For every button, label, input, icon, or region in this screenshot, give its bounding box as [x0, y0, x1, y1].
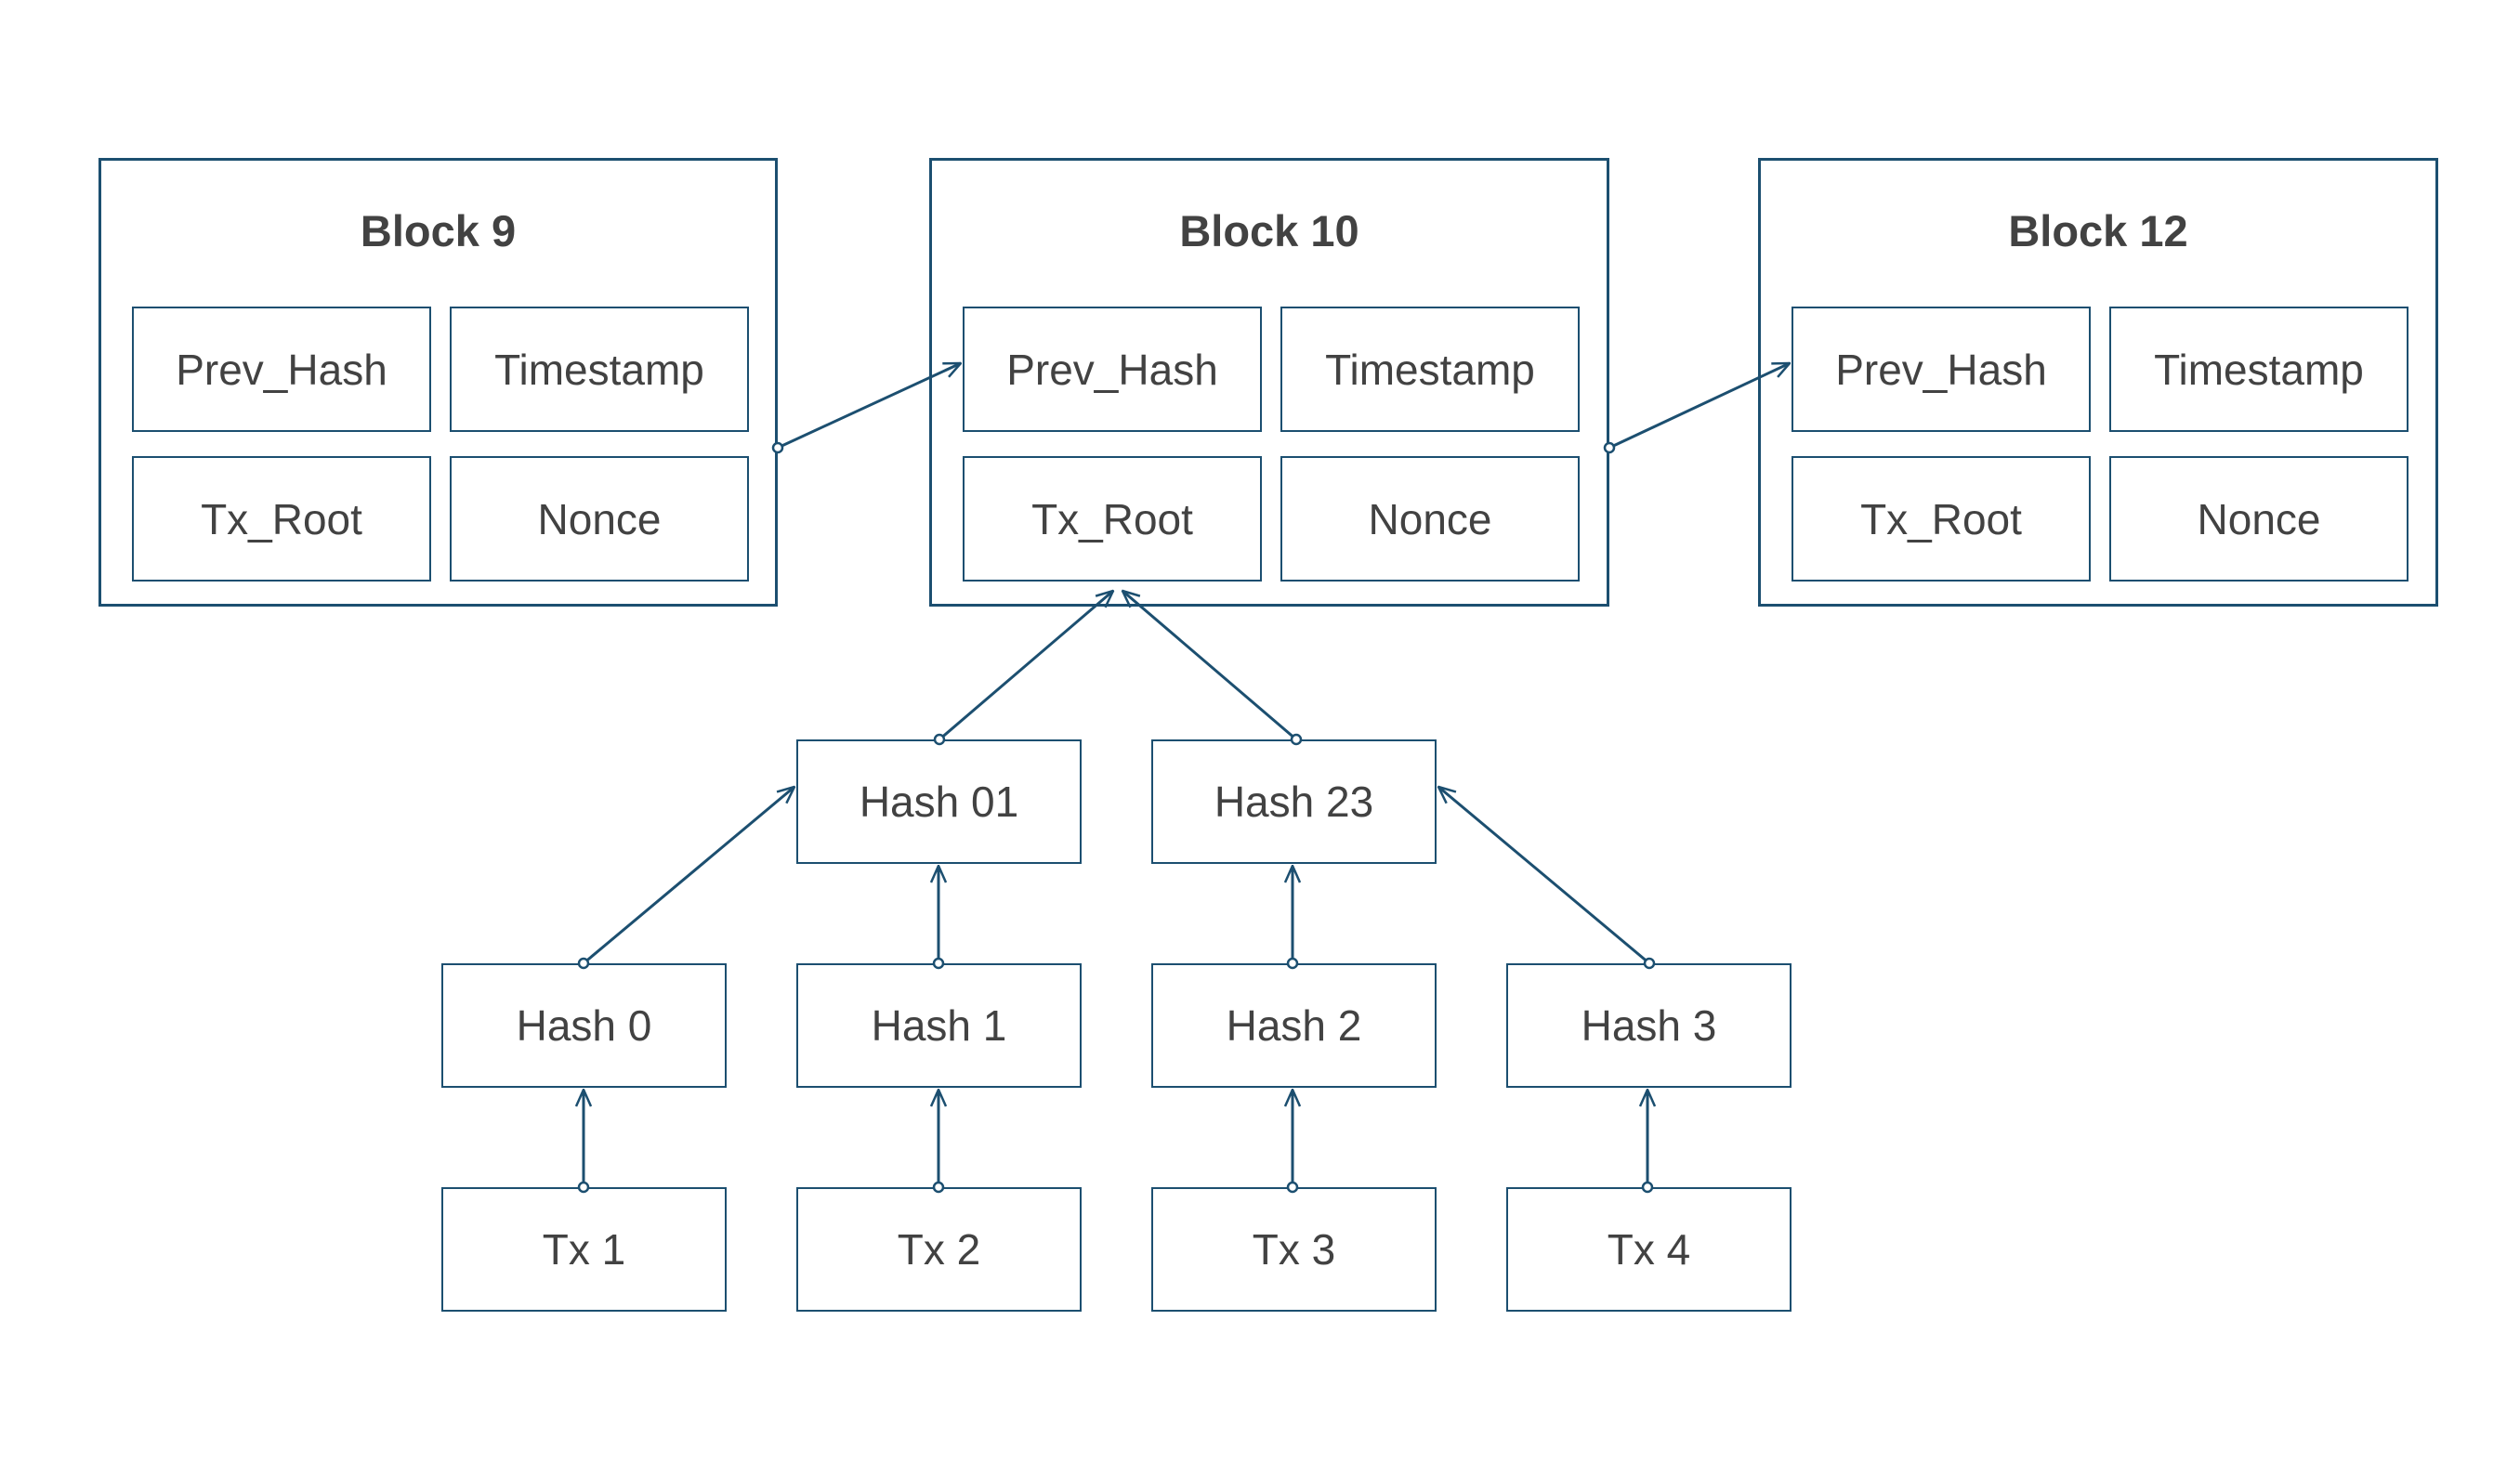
block-9: Block 9 Prev_Hash Timestamp Tx_Root Nonc… — [98, 158, 778, 607]
field-prev-hash: Prev_Hash — [132, 307, 431, 432]
block-title: Block 10 — [1179, 206, 1359, 255]
node-tx-4: Tx 4 — [1506, 1187, 1792, 1312]
field-tx-root: Tx_Root — [132, 456, 431, 582]
field-tx-root: Tx_Root — [1792, 456, 2091, 582]
field-nonce: Nonce — [1280, 456, 1580, 582]
block-title: Block 12 — [2008, 206, 2188, 255]
edge-origin-dot — [1643, 957, 1656, 970]
edge-origin-dot — [577, 957, 590, 970]
edge-hash3-to-hash23 — [1438, 787, 1650, 965]
block-12: Block 12 Prev_Hash Timestamp Tx_Root Non… — [1758, 158, 2438, 607]
node-tx-3: Tx 3 — [1151, 1187, 1437, 1312]
edge-origin-dot — [933, 733, 946, 746]
edge-block10-to-block12 — [1608, 361, 1790, 450]
edge-origin-dot — [932, 1181, 945, 1194]
edge-hash01-to-txroot — [938, 591, 1113, 741]
field-nonce: Nonce — [2109, 456, 2408, 582]
node-hash-0: Hash 0 — [441, 963, 727, 1088]
field-prev-hash: Prev_Hash — [1792, 307, 2091, 432]
node-hash-1: Hash 1 — [796, 963, 1082, 1088]
node-hash-3: Hash 3 — [1506, 963, 1792, 1088]
field-prev-hash: Prev_Hash — [963, 307, 1262, 432]
field-tx-root: Tx_Root — [963, 456, 1262, 582]
edge-origin-dot — [1290, 733, 1303, 746]
field-timestamp: Timestamp — [2109, 307, 2408, 432]
field-timestamp: Timestamp — [450, 307, 749, 432]
field-nonce: Nonce — [450, 456, 749, 582]
edge-origin-dot — [1603, 441, 1616, 454]
block-10: Block 10 Prev_Hash Timestamp Tx_Root Non… — [929, 158, 1609, 607]
node-hash-23: Hash 23 — [1151, 739, 1437, 864]
node-tx-1: Tx 1 — [441, 1187, 727, 1312]
node-hash-01: Hash 01 — [796, 739, 1082, 864]
edge-origin-dot — [1286, 1181, 1299, 1194]
edge-origin-dot — [577, 1181, 590, 1194]
edge-origin-dot — [771, 441, 784, 454]
block-title: Block 9 — [360, 206, 517, 255]
field-timestamp: Timestamp — [1280, 307, 1580, 432]
edge-origin-dot — [1641, 1181, 1654, 1194]
edge-hash0-to-hash01 — [583, 787, 794, 965]
edge-origin-dot — [932, 957, 945, 970]
edge-origin-dot — [1286, 957, 1299, 970]
edge-hash23-to-txroot — [1122, 591, 1297, 741]
edge-block9-to-block10 — [777, 361, 961, 450]
